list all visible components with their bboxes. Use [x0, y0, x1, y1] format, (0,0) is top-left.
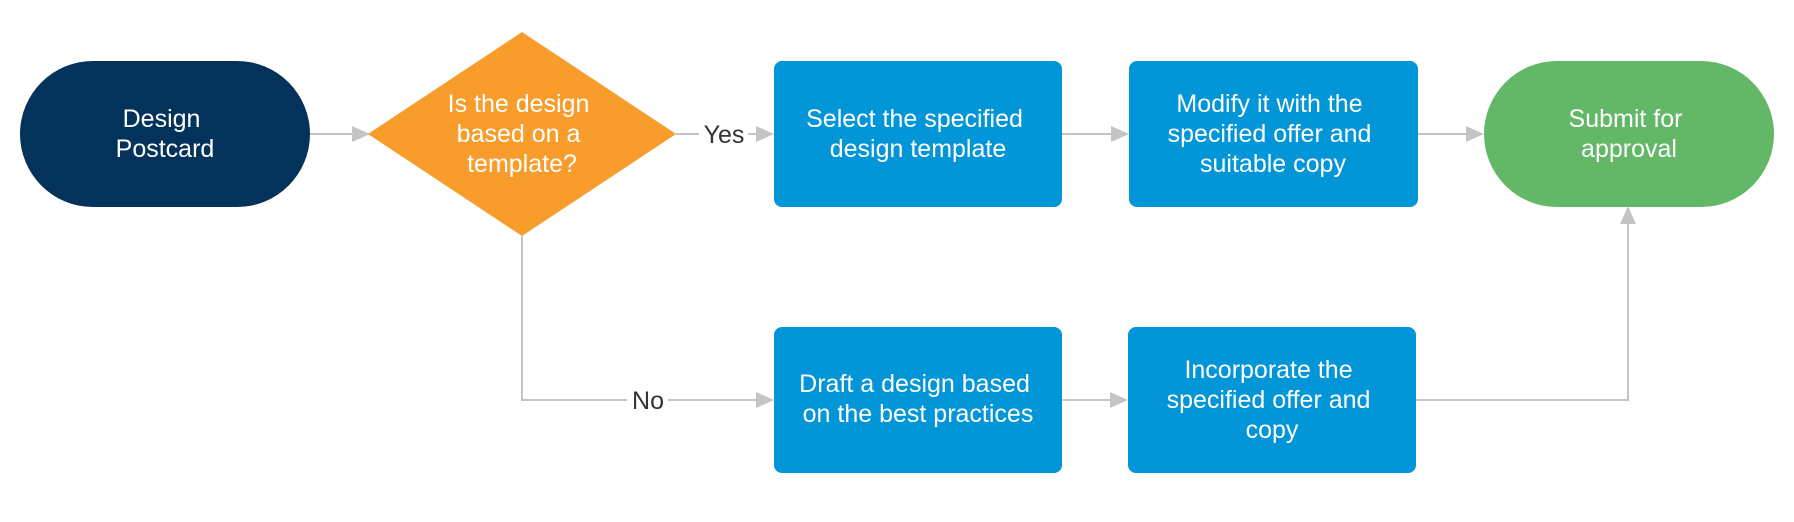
decision-text: Is the design based on a template?	[448, 90, 597, 178]
arrowhead-modify	[1111, 126, 1129, 142]
modify-text: Modify it with the specified offer and s…	[1168, 90, 1379, 178]
node-draft-design: Draft a design based on the best practic…	[774, 327, 1062, 473]
decision-line-2: based on a	[457, 120, 581, 148]
arrowhead-decision	[352, 126, 370, 142]
start-line-2: Postcard	[116, 135, 215, 163]
end-terminal-shape	[1484, 61, 1774, 207]
arrowhead-submit	[1466, 126, 1484, 142]
edge-label-yes: Yes	[704, 121, 745, 149]
arrowhead-select	[756, 126, 774, 142]
modify-line-3: suitable copy	[1200, 150, 1346, 178]
incorporate-shape	[1128, 327, 1416, 473]
decision-line-3: template?	[467, 150, 577, 178]
incorporate-line-2: specified offer and	[1167, 386, 1371, 414]
edges	[310, 126, 1636, 408]
select-line-1: Select the specified	[806, 105, 1023, 133]
decision-line-1: Is the design	[448, 90, 590, 118]
start-terminal-shape	[20, 61, 310, 207]
arrowhead-submit-bottom	[1620, 206, 1636, 224]
modify-shape	[1129, 61, 1418, 207]
select-line-2: design template	[830, 135, 1007, 163]
edge-decision-to-draft-a	[521, 236, 627, 401]
decision-diamond-shape	[368, 32, 676, 236]
incorporate-line-3: copy	[1246, 416, 1299, 444]
edge-incorporate-to-submit	[1416, 224, 1629, 401]
draft-text: Draft a design based on the best practic…	[799, 370, 1037, 428]
modify-line-2: specified offer and	[1168, 120, 1372, 148]
end-terminal-text: Submit for approval	[1569, 105, 1690, 163]
incorporate-line-1: Incorporate the	[1184, 356, 1352, 384]
edge-label-no: No	[632, 387, 664, 415]
arrowhead-incorporate	[1110, 392, 1128, 408]
node-design-postcard: Design Postcard	[20, 61, 310, 207]
node-incorporate: Incorporate the specified offer and copy	[1128, 327, 1416, 473]
arrowhead-draft	[756, 392, 774, 408]
node-submit-approval: Submit for approval	[1484, 61, 1774, 207]
draft-shape	[774, 327, 1062, 473]
incorporate-text: Incorporate the specified offer and copy	[1167, 356, 1378, 444]
start-line-1: Design	[123, 105, 201, 133]
node-modify: Modify it with the specified offer and s…	[1129, 61, 1418, 207]
submit-line-2: approval	[1581, 135, 1677, 163]
select-template-shape	[774, 61, 1062, 207]
node-select-template: Select the specified design template	[774, 61, 1062, 207]
node-decision-template: Is the design based on a template?	[368, 32, 676, 236]
submit-line-1: Submit for	[1569, 105, 1683, 133]
select-template-text: Select the specified design template	[806, 105, 1030, 163]
start-terminal-text: Design Postcard	[116, 105, 215, 163]
modify-line-1: Modify it with the	[1176, 90, 1362, 118]
draft-line-1: Draft a design based	[799, 370, 1030, 398]
draft-line-2: on the best practices	[803, 400, 1034, 428]
